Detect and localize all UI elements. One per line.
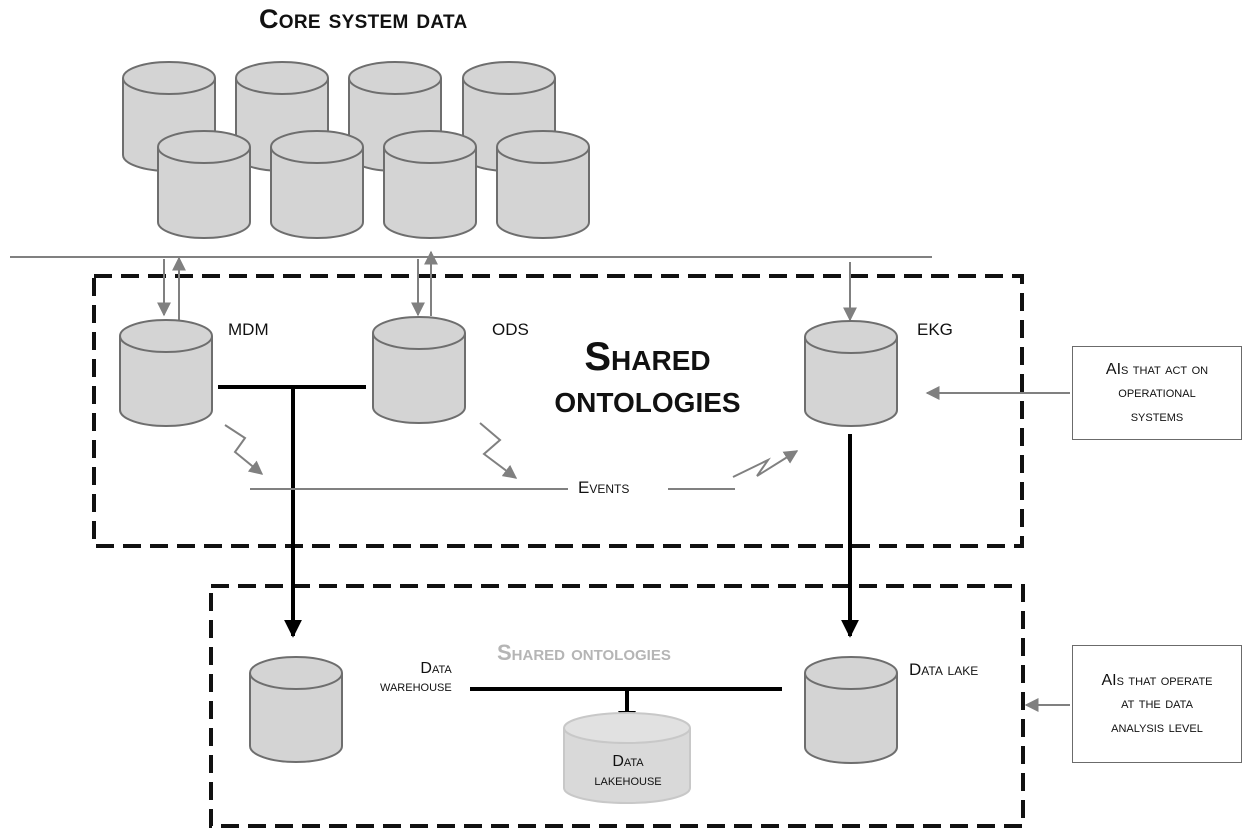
data-lake-database xyxy=(804,656,898,764)
core-db-cylinder xyxy=(270,130,364,239)
events-label: Events xyxy=(572,478,636,498)
mdm-database xyxy=(119,319,213,427)
core-system-data-title: Core system data xyxy=(259,4,468,34)
ai-analysis-line-3: analysis level xyxy=(1111,718,1203,736)
data-lakehouse-label-line-2: lakehouse xyxy=(594,772,662,790)
ods-database xyxy=(372,316,466,424)
core-db-cylinder xyxy=(383,130,477,239)
data-lake-label: Data lake xyxy=(909,660,979,679)
data-warehouse-database xyxy=(249,656,343,763)
shared-ontologies-subheading: Shared ontologies xyxy=(497,640,671,665)
ekg-event-lightning-arrow xyxy=(732,450,799,478)
core-db-cylinder xyxy=(496,130,590,239)
ai-analysis-box: AIs that operate at the data analysis le… xyxy=(1072,645,1242,763)
ai-analysis-line-1: AIs that operate xyxy=(1101,672,1213,690)
data-lakehouse-database xyxy=(563,712,691,804)
ai-operational-line-3: systems xyxy=(1130,407,1184,425)
data-lakehouse-label: Data lakehouse xyxy=(565,752,691,790)
ods-event-lightning-arrow xyxy=(479,422,518,479)
ai-analysis-line-2: at the data xyxy=(1121,695,1193,713)
ai-operational-line-2: operational xyxy=(1118,384,1196,402)
ekg-database xyxy=(804,320,898,427)
ekg-label: EKG xyxy=(917,320,953,339)
mdm-label: MDM xyxy=(228,320,269,339)
core-db-cylinder xyxy=(235,61,329,172)
data-warehouse-label-line-1: Data xyxy=(420,660,452,677)
shared-ontologies-heading: Shared ontologies xyxy=(520,336,775,420)
data-warehouse-label: Data warehouse xyxy=(380,660,452,697)
data-warehouse-label-line-2: warehouse xyxy=(380,678,452,696)
operational-layer-dashed-box xyxy=(92,274,1024,548)
shared-ontologies-line-2: ontologies xyxy=(554,377,741,421)
ai-operational-box: AIs that act on operational systems xyxy=(1072,346,1242,440)
ai-operational-line-1: AIs that act on xyxy=(1105,361,1209,379)
data-lakehouse-label-line-1: Data xyxy=(612,753,644,770)
mdm-event-lightning-arrow xyxy=(224,424,264,475)
shared-ontologies-line-1: Shared xyxy=(584,335,711,379)
core-db-cylinder xyxy=(157,130,251,239)
analysis-layer-dashed-box xyxy=(209,584,1025,828)
core-system-databases xyxy=(122,61,590,239)
ods-label: ODS xyxy=(492,320,529,339)
